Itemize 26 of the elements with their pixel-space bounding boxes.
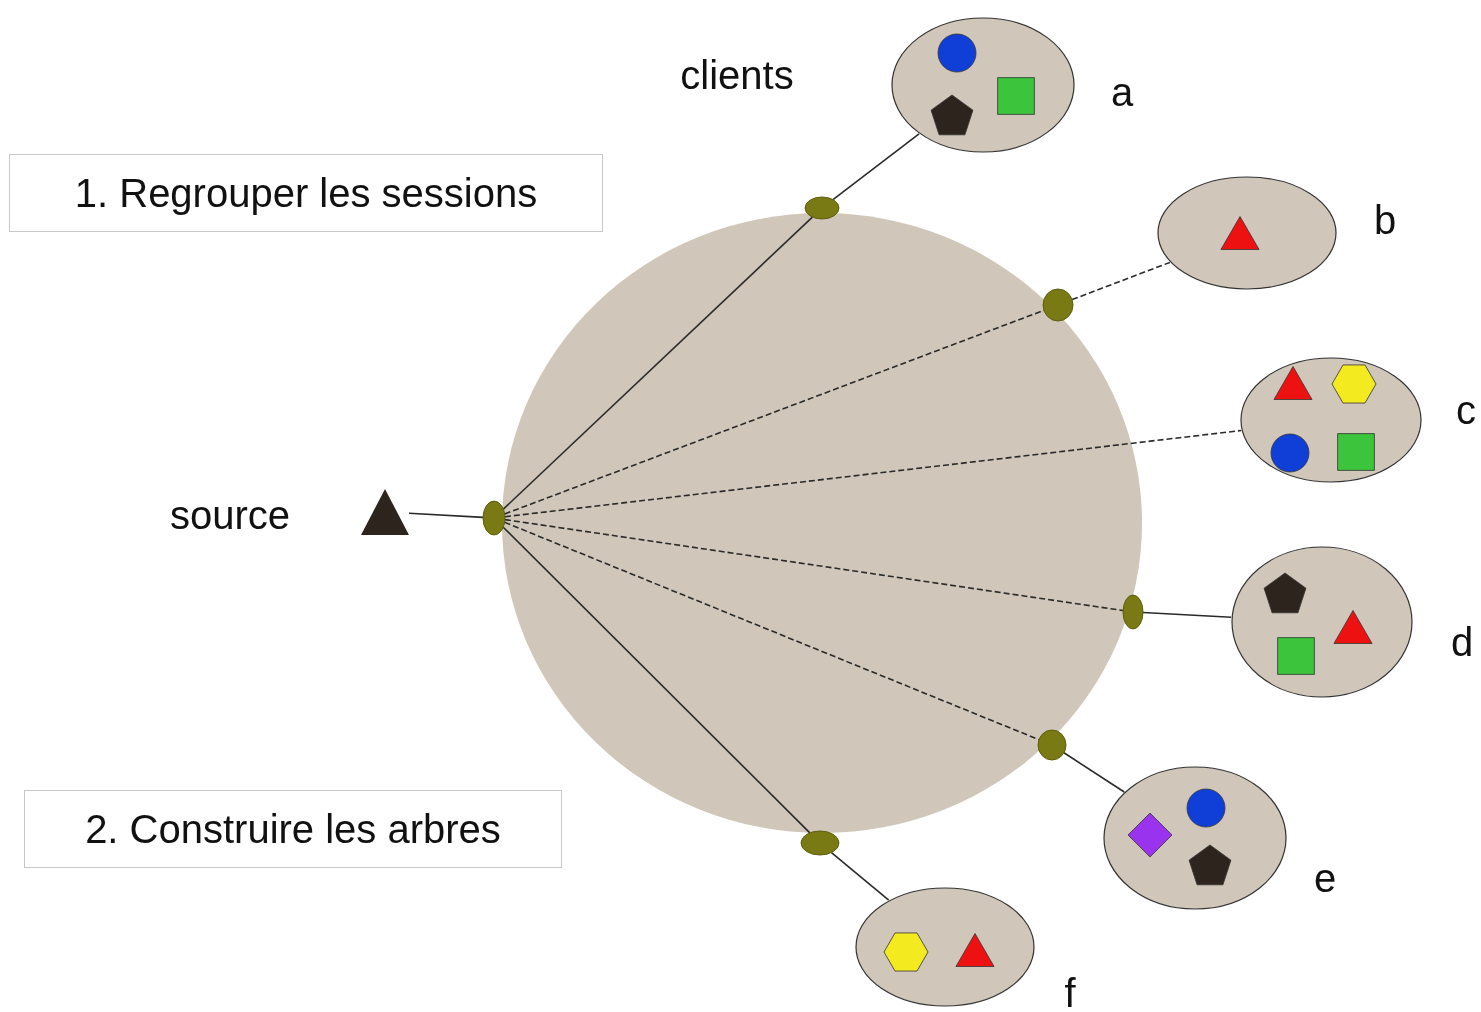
connector-line — [1071, 261, 1171, 301]
router-dot — [483, 501, 505, 535]
node-caption: f — [1064, 970, 1076, 1012]
step-box: 1. Regrouper les sessions — [9, 154, 603, 232]
connector-line — [502, 526, 811, 834]
node-caption: source — [169, 492, 291, 538]
caption-label: clients — [680, 52, 794, 98]
router-dot — [801, 831, 839, 855]
connector-line — [502, 216, 814, 510]
router-dot — [1038, 730, 1066, 760]
connector-line — [832, 133, 920, 201]
router-dot — [1043, 289, 1073, 321]
node-caption: c — [1456, 387, 1476, 433]
node-caption: a — [1110, 69, 1134, 115]
node-caption: b — [1373, 197, 1397, 243]
step-box: 2. Construire les arbres — [24, 790, 562, 868]
connector-line — [1142, 611, 1232, 618]
connector-line — [504, 429, 1243, 518]
connector-line — [408, 512, 484, 519]
connector-line — [830, 851, 890, 901]
node-caption: d — [1450, 619, 1474, 665]
node-caption: e — [1313, 855, 1337, 901]
connector-line — [504, 518, 1124, 612]
router-dot — [805, 197, 839, 219]
router-dot — [1123, 595, 1143, 629]
connector-line — [1063, 752, 1126, 793]
